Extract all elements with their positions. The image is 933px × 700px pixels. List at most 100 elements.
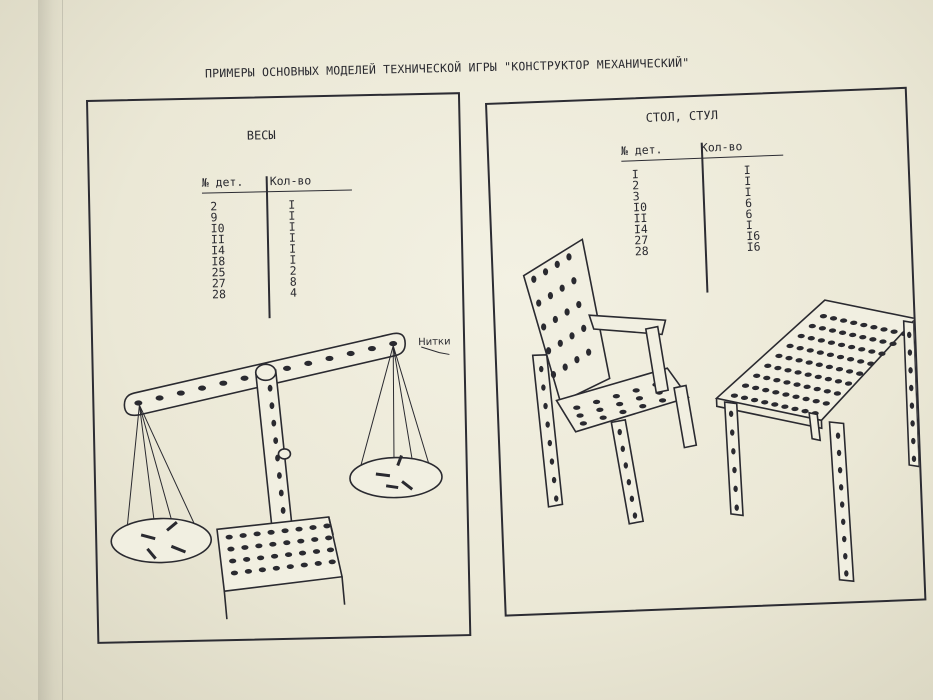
hole-mark xyxy=(838,330,847,335)
hole-mark xyxy=(794,370,802,375)
furniture-drawing xyxy=(522,238,921,583)
hole-mark xyxy=(837,466,843,474)
hole-mark xyxy=(781,404,789,409)
hole-mark xyxy=(771,402,779,407)
hole-mark xyxy=(225,534,233,540)
hole-mark xyxy=(806,348,814,353)
hole-mark xyxy=(813,386,821,392)
hole-mark xyxy=(911,437,916,445)
hole-mark xyxy=(346,350,355,357)
hole-mark xyxy=(581,324,587,332)
hole-mark xyxy=(880,327,888,332)
hole-mark xyxy=(840,318,848,323)
hole-mark xyxy=(837,342,846,348)
hole-mark xyxy=(599,415,607,420)
hole-mark xyxy=(531,275,537,283)
hole-mark xyxy=(367,345,376,352)
scales-strings-left xyxy=(126,404,198,549)
hole-mark xyxy=(838,484,844,491)
hole-mark xyxy=(911,455,917,462)
hole-mark xyxy=(762,387,770,393)
hole-mark xyxy=(773,377,781,383)
hole-mark xyxy=(632,512,638,519)
hole-mark xyxy=(797,333,805,339)
hole-mark xyxy=(819,313,828,319)
hole-mark xyxy=(229,558,237,564)
hole-mark xyxy=(541,323,547,331)
hole-mark xyxy=(239,533,247,538)
hole-mark xyxy=(835,366,844,372)
hole-mark xyxy=(786,343,794,349)
hole-mark xyxy=(617,428,622,436)
hole-mark xyxy=(822,401,830,406)
hole-mark xyxy=(227,546,235,552)
hole-mark xyxy=(539,365,544,373)
scales-pan-left xyxy=(110,517,213,564)
hole-mark xyxy=(783,380,791,385)
hole-mark xyxy=(295,526,303,532)
hole-mark xyxy=(796,345,804,351)
hole-mark xyxy=(849,332,857,338)
hole-mark xyxy=(818,326,826,331)
hole-mark xyxy=(269,402,275,410)
hole-mark xyxy=(785,355,793,361)
hole-mark xyxy=(807,336,815,341)
hole-mark xyxy=(219,380,228,386)
hole-mark xyxy=(545,347,552,355)
hole-mark xyxy=(639,403,647,409)
hole-mark xyxy=(728,410,734,417)
hole-mark xyxy=(280,507,286,514)
hole-mark xyxy=(869,337,877,342)
chair-drawing xyxy=(522,238,698,525)
hole-mark xyxy=(311,537,319,542)
hole-mark xyxy=(878,351,886,356)
hole-mark xyxy=(791,406,799,412)
hole-mark xyxy=(842,535,847,543)
hole-mark xyxy=(859,334,867,340)
hole-mark xyxy=(764,363,772,369)
page-fold-line xyxy=(62,0,63,700)
hole-mark xyxy=(253,531,261,537)
hole-mark xyxy=(612,393,620,399)
hole-mark xyxy=(632,388,640,393)
scales-pan-right xyxy=(349,454,443,499)
hole-mark xyxy=(816,350,824,355)
hole-mark xyxy=(733,485,738,493)
hole-mark xyxy=(549,458,555,465)
hole-mark xyxy=(858,347,866,352)
hole-mark xyxy=(730,429,735,436)
hole-mark xyxy=(176,390,185,396)
hole-mark xyxy=(323,523,331,529)
hole-mark xyxy=(257,555,265,561)
chair-back xyxy=(522,238,611,404)
hole-mark xyxy=(309,525,317,530)
hole-mark xyxy=(752,385,760,391)
hole-mark xyxy=(836,354,845,360)
hole-mark xyxy=(326,547,335,553)
hole-mark xyxy=(312,549,321,554)
hole-mark xyxy=(805,360,813,365)
hole-mark xyxy=(870,325,878,330)
page-fold-shadow xyxy=(38,0,64,700)
hole-mark xyxy=(620,445,625,452)
hole-mark xyxy=(751,397,759,403)
hole-mark xyxy=(240,375,249,381)
hole-mark xyxy=(826,352,835,358)
hole-mark xyxy=(300,562,308,568)
hole-mark xyxy=(297,538,305,544)
hole-mark xyxy=(844,381,853,386)
hole-mark xyxy=(562,363,568,371)
hole-mark xyxy=(834,379,843,384)
hole-mark xyxy=(389,341,398,347)
hole-mark xyxy=(850,320,858,326)
hole-mark xyxy=(623,462,629,469)
hole-mark xyxy=(278,489,284,497)
hole-mark xyxy=(286,564,294,570)
hole-mark xyxy=(586,348,592,356)
hole-mark xyxy=(732,466,737,474)
hole-mark xyxy=(304,360,313,367)
hole-mark xyxy=(198,385,207,391)
hole-mark xyxy=(817,338,825,343)
hole-mark xyxy=(782,392,790,397)
